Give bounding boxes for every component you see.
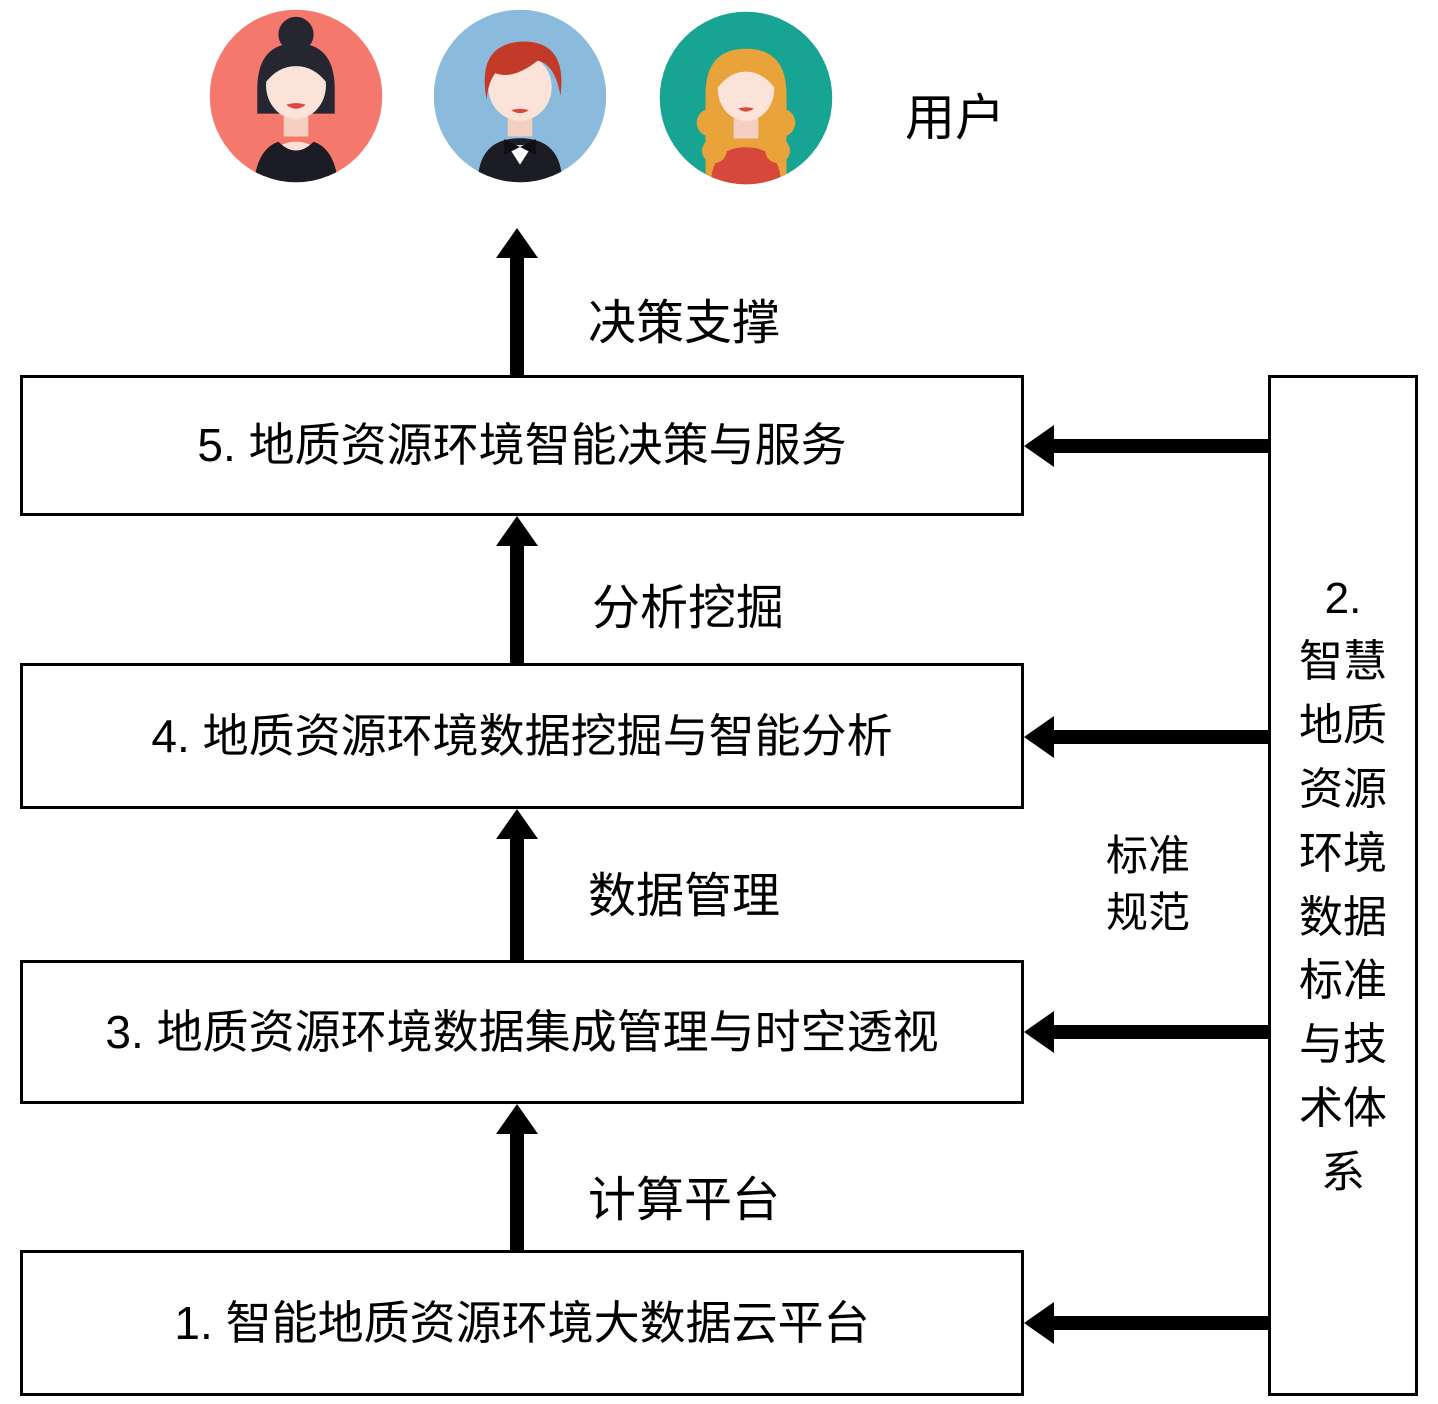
arrow-left-to-layer4-head bbox=[1024, 716, 1054, 758]
arrow-up-to-layer3-shaft bbox=[510, 1133, 524, 1250]
arrow-left-to-layer1-shaft bbox=[1054, 1316, 1268, 1330]
arrow-label-data-management: 数据管理 bbox=[588, 870, 781, 923]
arrow-label-computing-platform: 计算平台 bbox=[588, 1174, 781, 1227]
arrow-left-to-layer3-shaft bbox=[1054, 1025, 1268, 1039]
arrow-up-to-users-head bbox=[496, 228, 538, 258]
layer-1-label: 1. 智能地质资源环境大数据云平台 bbox=[174, 1296, 870, 1349]
layer-1-cloud-platform-box: 1. 智能地质资源环境大数据云平台 bbox=[20, 1250, 1024, 1396]
user-avatar-woman-blonde-icon bbox=[659, 11, 833, 185]
avatar-2-figure bbox=[477, 41, 563, 183]
user-avatar-woman-bun-icon bbox=[209, 9, 383, 183]
avatar-1-figure bbox=[253, 16, 339, 183]
arrow-up-to-layer5-shaft bbox=[510, 545, 524, 663]
arrow-left-to-layer1-head bbox=[1024, 1302, 1054, 1344]
arrow-label-decision-support: 决策支撑 bbox=[588, 297, 781, 350]
layer-4-mining-analysis-box: 4. 地质资源环境数据挖掘与智能分析 bbox=[20, 663, 1024, 809]
avatar-3-figure bbox=[696, 48, 796, 185]
layer-5-decision-service-box: 5. 地质资源环境智能决策与服务 bbox=[20, 375, 1024, 516]
arrow-left-to-layer4-shaft bbox=[1054, 730, 1268, 744]
arrow-up-to-layer4-head bbox=[496, 809, 538, 839]
user-avatar-man-red-hair-icon bbox=[433, 9, 607, 183]
layer-2-standards-system-box: 2. 智慧 地质 资源 环境 数据 标准 与技 术体 系 bbox=[1268, 375, 1418, 1396]
layer-4-label: 4. 地质资源环境数据挖掘与智能分析 bbox=[151, 709, 893, 762]
arrow-up-to-users-shaft bbox=[510, 257, 524, 375]
arrow-left-to-layer5-head bbox=[1024, 425, 1054, 467]
layer-3-integration-management-box: 3. 地质资源环境数据集成管理与时空透视 bbox=[20, 960, 1024, 1104]
arrow-up-to-layer4-shaft bbox=[510, 838, 524, 960]
arrow-left-to-layer3-head bbox=[1024, 1011, 1054, 1053]
arrow-label-analysis-mining: 分析挖掘 bbox=[592, 582, 785, 635]
arrow-up-to-layer5-head bbox=[496, 516, 538, 546]
layer-5-label: 5. 地质资源环境智能决策与服务 bbox=[197, 419, 847, 472]
arrow-left-to-layer5-shaft bbox=[1054, 439, 1268, 453]
users-label: 用户 bbox=[905, 90, 1005, 146]
layer-2-label: 2. 智慧 地质 资源 环境 数据 标准 与技 术体 系 bbox=[1299, 573, 1387, 1197]
arrow-up-to-layer3-head bbox=[496, 1104, 538, 1134]
standards-note-label: 标准 规范 bbox=[1105, 832, 1190, 936]
layer-3-label: 3. 地质资源环境数据集成管理与时空透视 bbox=[105, 1005, 939, 1058]
